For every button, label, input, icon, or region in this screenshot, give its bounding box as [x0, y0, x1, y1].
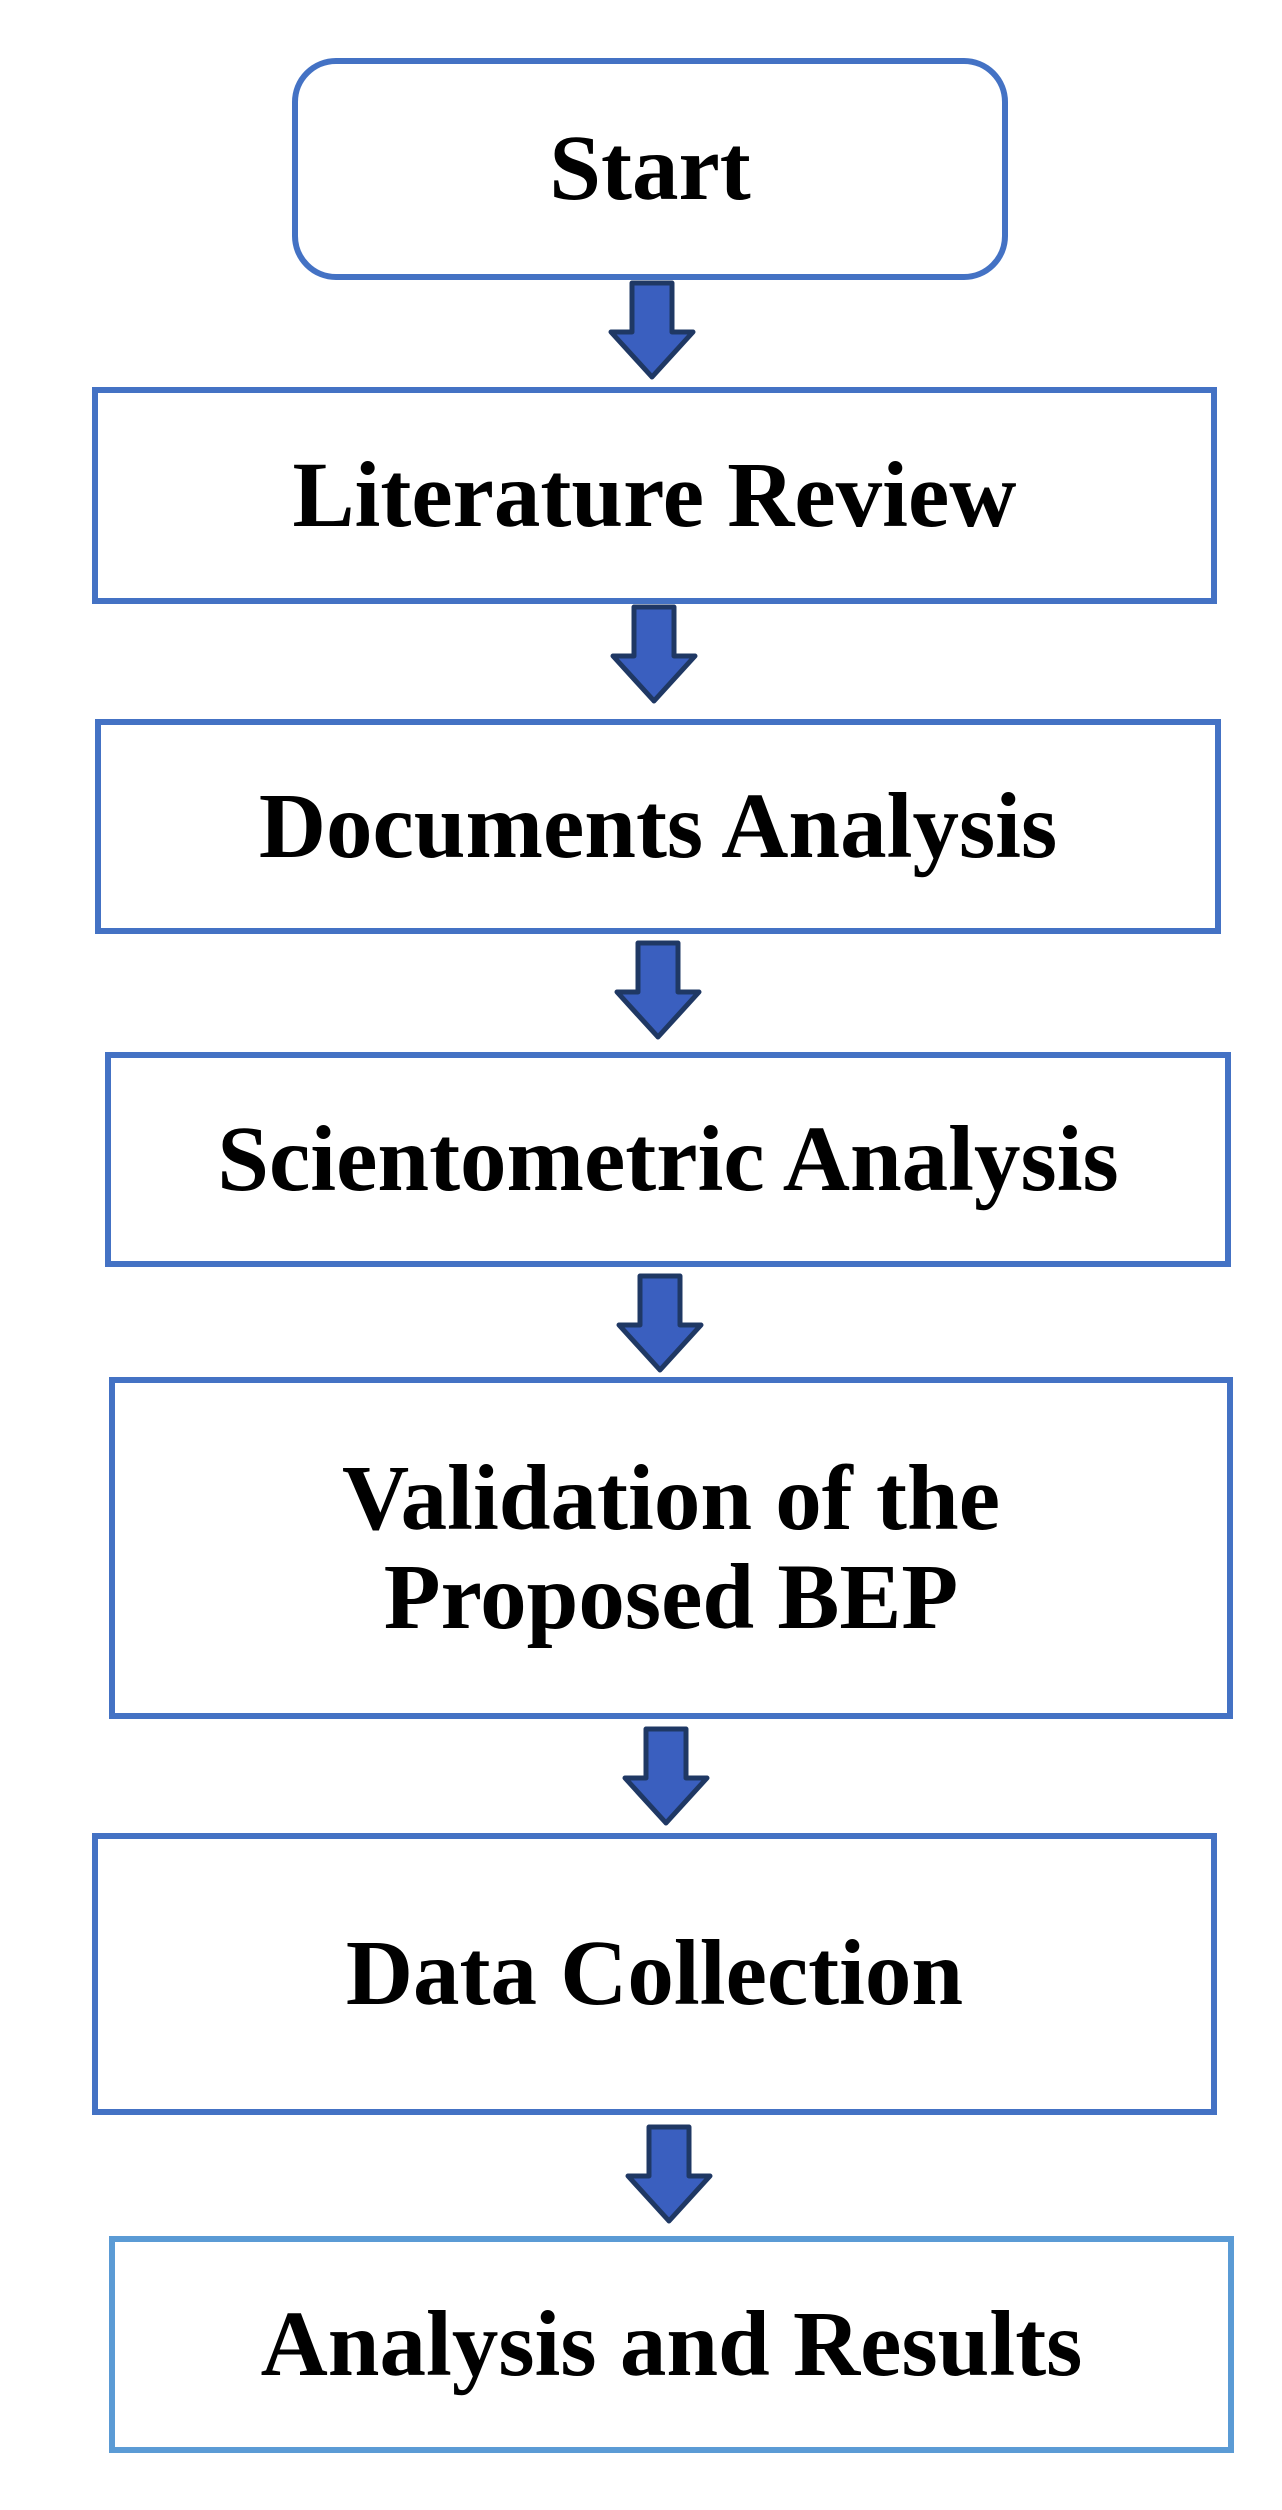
- arrow-down-icon: [607, 280, 697, 380]
- arrow-down-icon: [621, 1726, 711, 1826]
- step-analysis-results-label: Analysis and Results: [260, 2292, 1083, 2396]
- step-validation-line-1: Validation of the: [342, 1446, 1000, 1550]
- arrow-down-icon: [624, 2124, 714, 2224]
- step-scientometric-analysis: Scientometric Analysis: [105, 1052, 1231, 1267]
- step-documents-analysis-label: Documents Analysis: [258, 774, 1058, 878]
- arrow-down-icon: [613, 940, 703, 1040]
- step-validation-line-2: Proposed BEP: [383, 1546, 959, 1649]
- step-start: Start: [292, 58, 1008, 280]
- arrow-down-icon: [615, 1273, 705, 1373]
- step-analysis-results: Analysis and Results: [109, 2236, 1234, 2453]
- step-data-collection-label: Data Collection: [345, 1922, 964, 2026]
- step-literature-review-label: Literature Review: [292, 443, 1017, 547]
- step-start-label: Start: [549, 117, 751, 221]
- step-validation: Validation of the Proposed BEP: [109, 1377, 1233, 1719]
- step-scientometric-analysis-label: Scientometric Analysis: [217, 1107, 1119, 1211]
- step-literature-review: Literature Review: [92, 387, 1217, 604]
- step-documents-analysis: Documents Analysis: [95, 719, 1221, 934]
- step-data-collection: Data Collection: [92, 1833, 1217, 2115]
- arrow-down-icon: [609, 604, 699, 704]
